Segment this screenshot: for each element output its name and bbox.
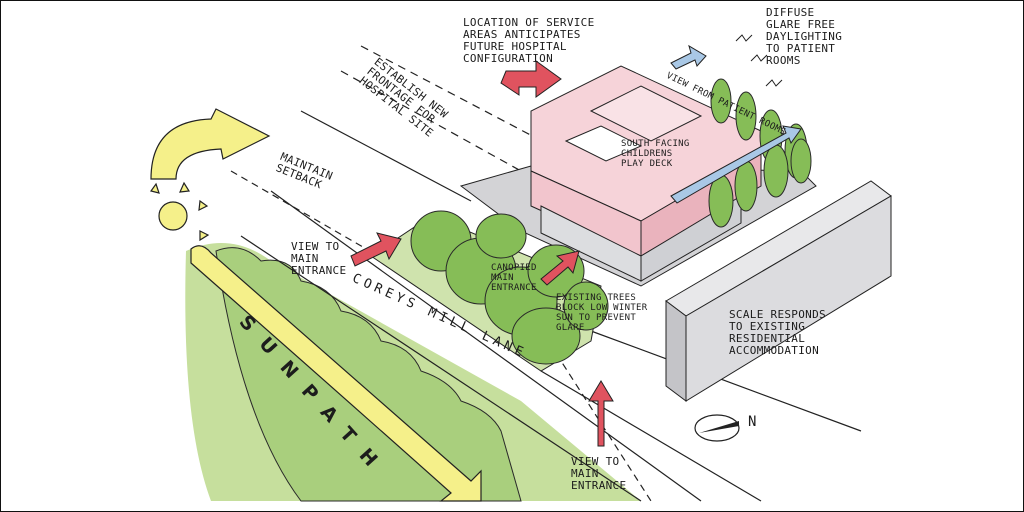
scale-responds-note: SCALE RESPONDS TO EXISTING RESIDENTIAL A… — [729, 308, 826, 357]
sun-rays-icon — [149, 181, 210, 242]
patient-view-arrow — [670, 125, 802, 204]
entrance-trees — [410, 210, 609, 365]
roadside-tree-line — [215, 247, 522, 502]
canopied-entrance-note: CANOPIED MAIN ENTRANCE — [491, 263, 537, 293]
sunpath-band — [190, 245, 482, 502]
residential-block — [665, 180, 892, 402]
patient-view-arrow-top — [670, 44, 707, 70]
existing-trees-note: EXISTING TREES BLOCK LOW WINTER SUN TO P… — [556, 293, 648, 333]
view-entrance-bottom-note: VIEW TO MAIN ENTRANCE — [571, 455, 627, 492]
red-arrows — [350, 60, 614, 447]
view-entrance-left-note: VIEW TO MAIN ENTRANCE — [291, 240, 347, 277]
north-label: N — [748, 414, 757, 430]
compass-needle-icon — [699, 421, 739, 433]
diffuse-glare-note: DIFFUSE GLARE FREE DAYLIGHTING TO PATIEN… — [766, 6, 843, 67]
sunpath-arc-top — [150, 108, 271, 180]
sun-icon — [158, 201, 188, 231]
service-areas-note: LOCATION OF SERVICE AREAS ANTICIPATES FU… — [463, 16, 595, 65]
play-deck-note: SOUTH FACING CHILDRENS PLAY DECK — [621, 139, 690, 169]
road-lines — [230, 45, 862, 502]
daylight-squiggles — [735, 34, 783, 87]
